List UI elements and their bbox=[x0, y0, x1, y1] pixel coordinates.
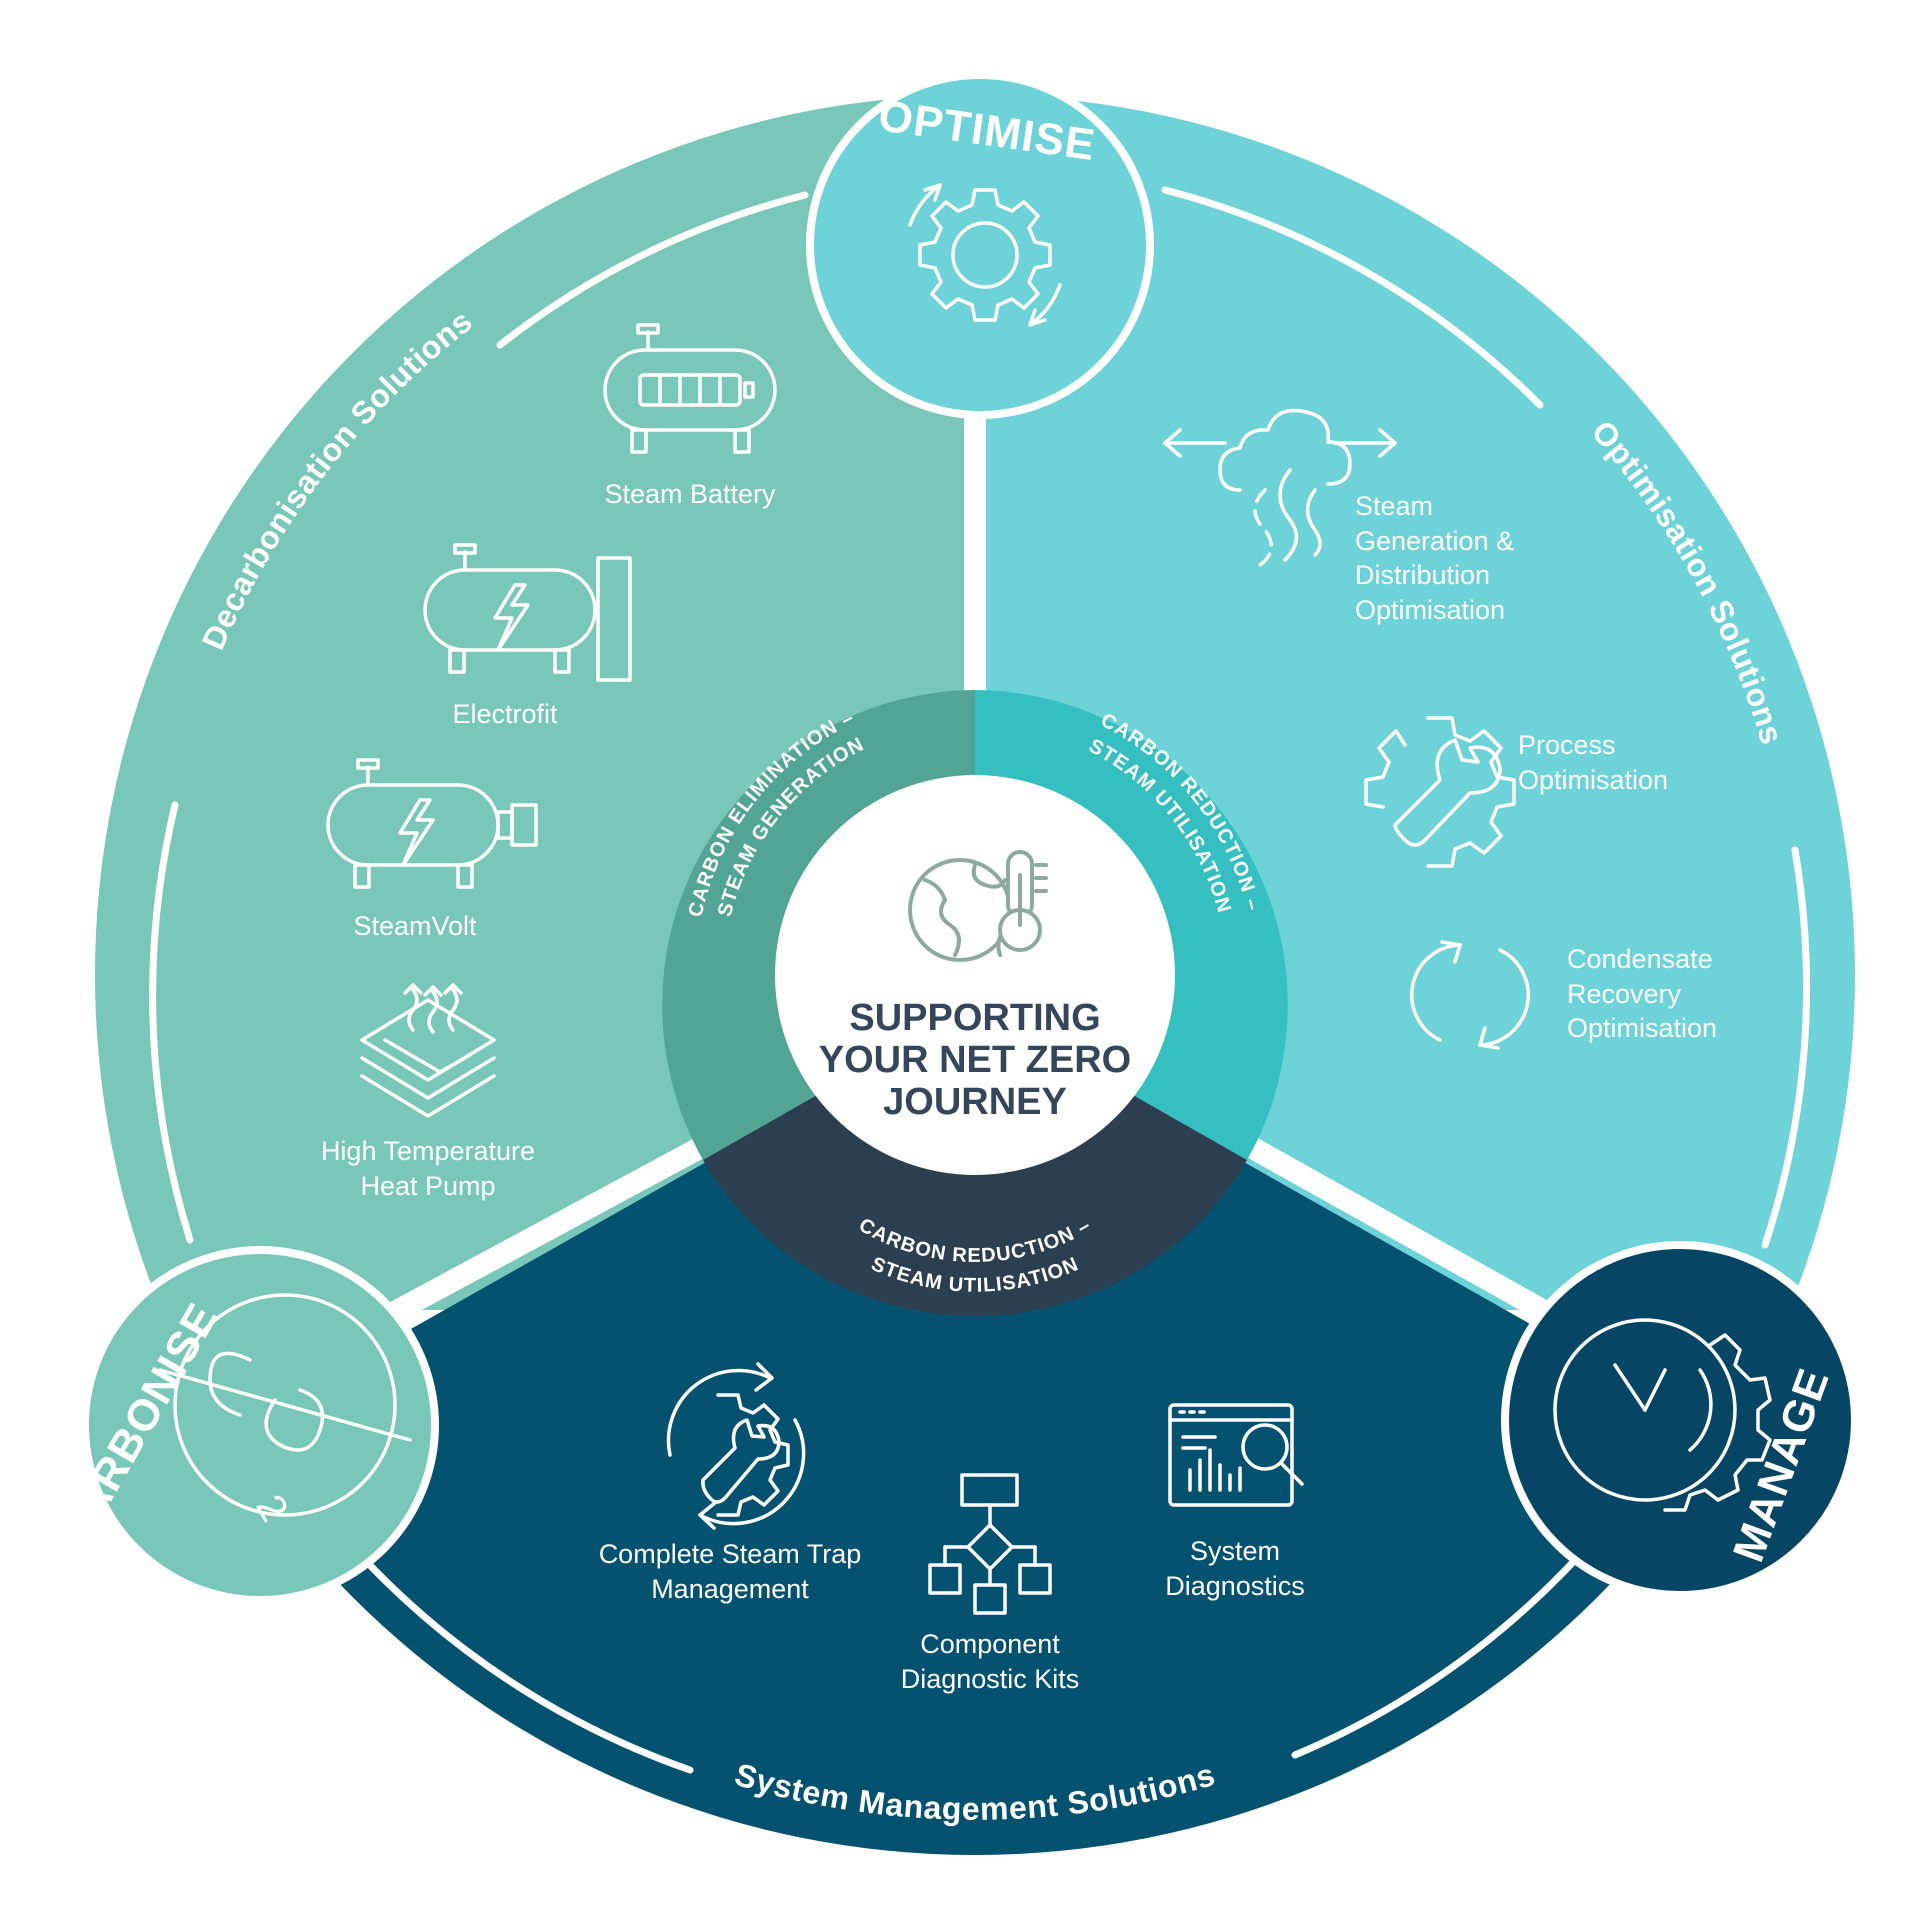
system-diagnostics-label-line1: System bbox=[1190, 1536, 1280, 1566]
steam-battery-label: Steam Battery bbox=[604, 479, 776, 509]
gear-wrench-icon bbox=[1364, 716, 1516, 868]
steam-cloud-icon bbox=[1163, 408, 1397, 567]
system-diagnostics-label-line2: Diagnostics bbox=[1165, 1571, 1305, 1601]
center-title-line1: SUPPORTING bbox=[849, 997, 1100, 1039]
decarbonise-node: DECARBONISE 2 bbox=[17, 1246, 439, 1611]
process-label-line2: Optimisation bbox=[1518, 765, 1668, 795]
steam-gen-label-line1: Steam bbox=[1355, 491, 1433, 521]
trap-management-icon bbox=[666, 1362, 806, 1530]
optimise-node: OPTIMISE bbox=[806, 71, 1154, 419]
center-circle bbox=[775, 775, 1175, 1175]
trap-label-line1: Complete Steam Trap bbox=[599, 1539, 862, 1569]
center-title-line3: JOURNEY bbox=[883, 1081, 1067, 1123]
center-title-line2: YOUR NET ZERO bbox=[819, 1039, 1131, 1081]
condensate-label-line3: Optimisation bbox=[1567, 1013, 1717, 1043]
trap-label-line2: Management bbox=[651, 1574, 809, 1604]
steam-gen-label-line2: Generation & bbox=[1355, 526, 1514, 556]
diagnostics-screen-icon bbox=[1168, 1403, 1304, 1507]
electrofit-icon bbox=[423, 543, 632, 682]
heat-pump-icon bbox=[360, 983, 496, 1118]
divider-top bbox=[964, 390, 986, 770]
condensate-label-line1: Condensate bbox=[1567, 944, 1713, 974]
component-kits-label-line1: Component bbox=[920, 1629, 1060, 1659]
manage-node: MANAGE bbox=[1501, 1241, 1859, 1599]
outer-ring-arcs bbox=[149, 186, 1811, 1774]
component-kits-label-line2: Diagnostic Kits bbox=[901, 1664, 1080, 1694]
steam-gen-label-line3: Distribution bbox=[1355, 560, 1490, 590]
steam-battery-icon bbox=[603, 323, 777, 454]
electrofit-label: Electrofit bbox=[452, 699, 558, 729]
flowchart-icon bbox=[928, 1473, 1052, 1615]
steam-gen-label-line4: Optimisation bbox=[1355, 595, 1505, 625]
steamvolt-icon bbox=[326, 758, 538, 889]
heat-pump-label-line2: Heat Pump bbox=[360, 1171, 495, 1201]
system-management-sector bbox=[95, 1010, 1855, 1855]
globe-thermometer-icon bbox=[908, 850, 1048, 962]
process-label-line1: Process bbox=[1518, 730, 1616, 760]
condensate-label-line2: Recovery bbox=[1567, 979, 1682, 1009]
heat-pump-label-line1: High Temperature bbox=[321, 1136, 535, 1166]
recycle-arrows-icon bbox=[1410, 940, 1530, 1050]
steamvolt-label: SteamVolt bbox=[353, 911, 477, 941]
clock-gear-icon bbox=[1553, 1318, 1772, 1512]
gear-cycle-icon bbox=[908, 183, 1062, 327]
